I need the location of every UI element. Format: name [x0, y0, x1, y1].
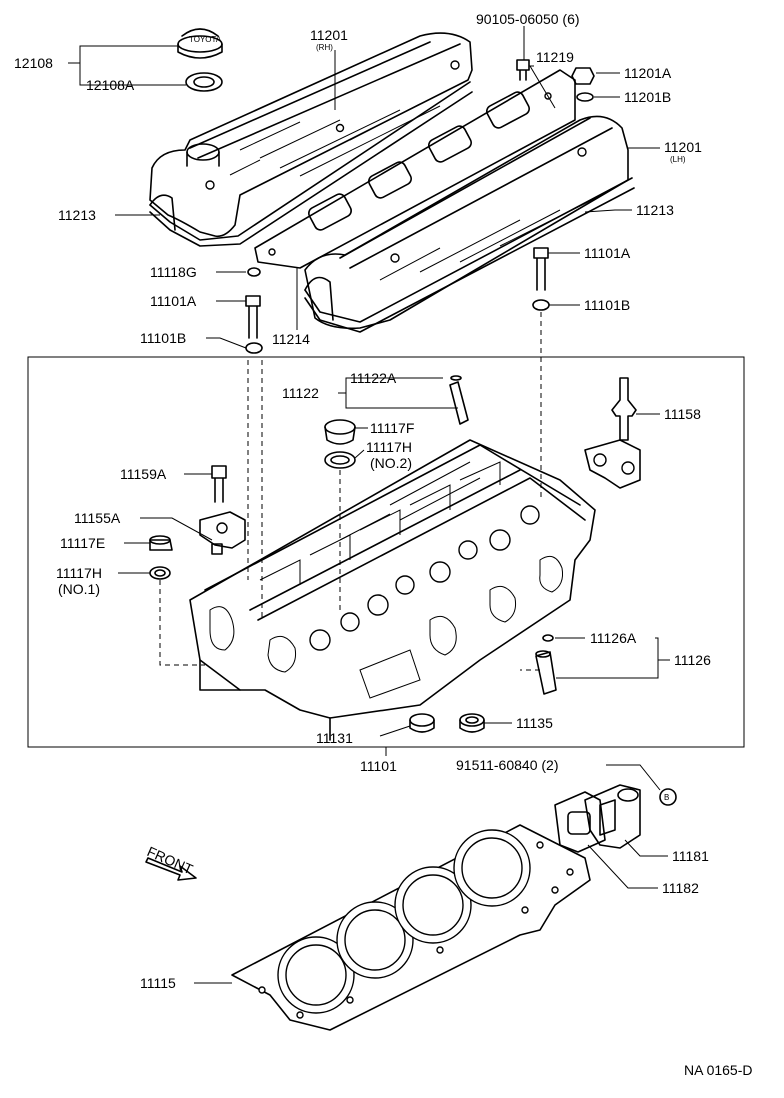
bolt-callout-b: B: [659, 788, 677, 806]
reference-code: NA 0165-D: [684, 1062, 752, 1078]
front-arrow: FRONT: [145, 843, 197, 881]
label-11158: 11158: [664, 406, 701, 422]
oil-filler-cap: TOYOTA: [177, 28, 223, 59]
front-label: FRONT: [145, 843, 196, 877]
washer-11201B: [576, 92, 594, 102]
label-11201B: 11201B: [624, 89, 671, 105]
assembly-frame: [27, 356, 745, 748]
label-11214: 11214: [272, 331, 310, 347]
head-gasket-11115: [231, 824, 591, 1031]
label-11101B-right: 11101B: [584, 297, 630, 313]
label-11126: 11126: [674, 652, 711, 668]
gasket-11182: [554, 791, 606, 853]
label-11219: 11219: [536, 49, 574, 65]
label-11117H-no2-sub: (NO.2): [370, 455, 412, 471]
label-11201-rh-sub: (RH): [316, 43, 333, 52]
label-11213-right: 11213: [636, 202, 674, 218]
label-11201-lh: 11201: [664, 139, 702, 155]
stud-11101A-left: [245, 295, 261, 339]
label-11181: 11181: [672, 848, 709, 864]
label-11117H-no1-sub: (NO.1): [58, 581, 100, 597]
seal-11118G: [247, 267, 261, 277]
label-11117H-no2: 11117H: [366, 439, 412, 455]
label-11213-left: 11213: [58, 207, 96, 223]
bolt-90105: [516, 59, 530, 81]
label-11117E: 11117E: [60, 535, 105, 551]
label-11201-rh: 11201: [310, 27, 348, 43]
stud-11158: [584, 377, 641, 489]
label-11201A: 11201A: [624, 65, 672, 81]
valve-cover-rh: [149, 32, 473, 247]
seal-11131: [409, 713, 435, 733]
label-11131: 11131: [316, 730, 353, 746]
leader-lines: [68, 26, 670, 984]
label-11101A-left: 11101A: [150, 293, 197, 309]
bracket-11155A: [199, 511, 246, 555]
label-11101B-left: 11101B: [140, 330, 186, 346]
label-11126A: 11126A: [590, 630, 637, 646]
label-11201-lh-sub: (LH): [670, 155, 686, 164]
label-90105: 90105-06050 (6): [476, 11, 580, 27]
label-91511: 91511-60840 (2): [456, 757, 558, 773]
cylinder-head: [189, 439, 596, 741]
label-11135: 11135: [516, 715, 553, 731]
stud-11101A-right: [533, 247, 549, 291]
label-11122A: 11122A: [350, 370, 397, 386]
valve-cover-gasket-plate: [254, 69, 576, 269]
plug-11117E: [149, 535, 173, 551]
part-labels: 12108 12108A 11201 (RH) 90105-06050 (6) …: [14, 11, 752, 1078]
guide-11126: [535, 634, 557, 695]
label-11118G: 11118G: [150, 264, 197, 280]
label-12108: 12108: [14, 55, 53, 71]
plug-11122: [449, 375, 469, 425]
label-11101A-right: 11101A: [584, 245, 631, 261]
label-11117F: 11117F: [370, 420, 414, 436]
nut-11201A: [571, 67, 595, 85]
label-11101: 11101: [360, 758, 397, 774]
seal-11135: [459, 713, 485, 733]
washer-11101B-right: [532, 299, 550, 311]
plug-11117F: [324, 419, 356, 445]
label-11122: 11122: [282, 385, 319, 401]
cap-text: TOYOTA: [189, 35, 222, 44]
label-11159A: 11159A: [120, 466, 167, 482]
label-11155A: 11155A: [74, 510, 121, 526]
bolt-11159A: [211, 465, 227, 503]
washer-11101B-left: [245, 342, 263, 354]
label-11115: 11115: [140, 975, 176, 991]
valve-cover-lh: [304, 115, 635, 333]
plug-11117H-no1: [149, 566, 171, 580]
plug-11117H-no2: [324, 451, 356, 469]
svg-text:B: B: [664, 793, 669, 802]
label-12108A: 12108A: [86, 77, 135, 93]
label-11117H-no1: 11117H: [56, 565, 102, 581]
alignment-lines: [159, 312, 542, 671]
water-outlet-11181: [584, 784, 641, 849]
filler-cap-gasket: [185, 72, 223, 92]
label-11182: 11182: [662, 880, 699, 896]
